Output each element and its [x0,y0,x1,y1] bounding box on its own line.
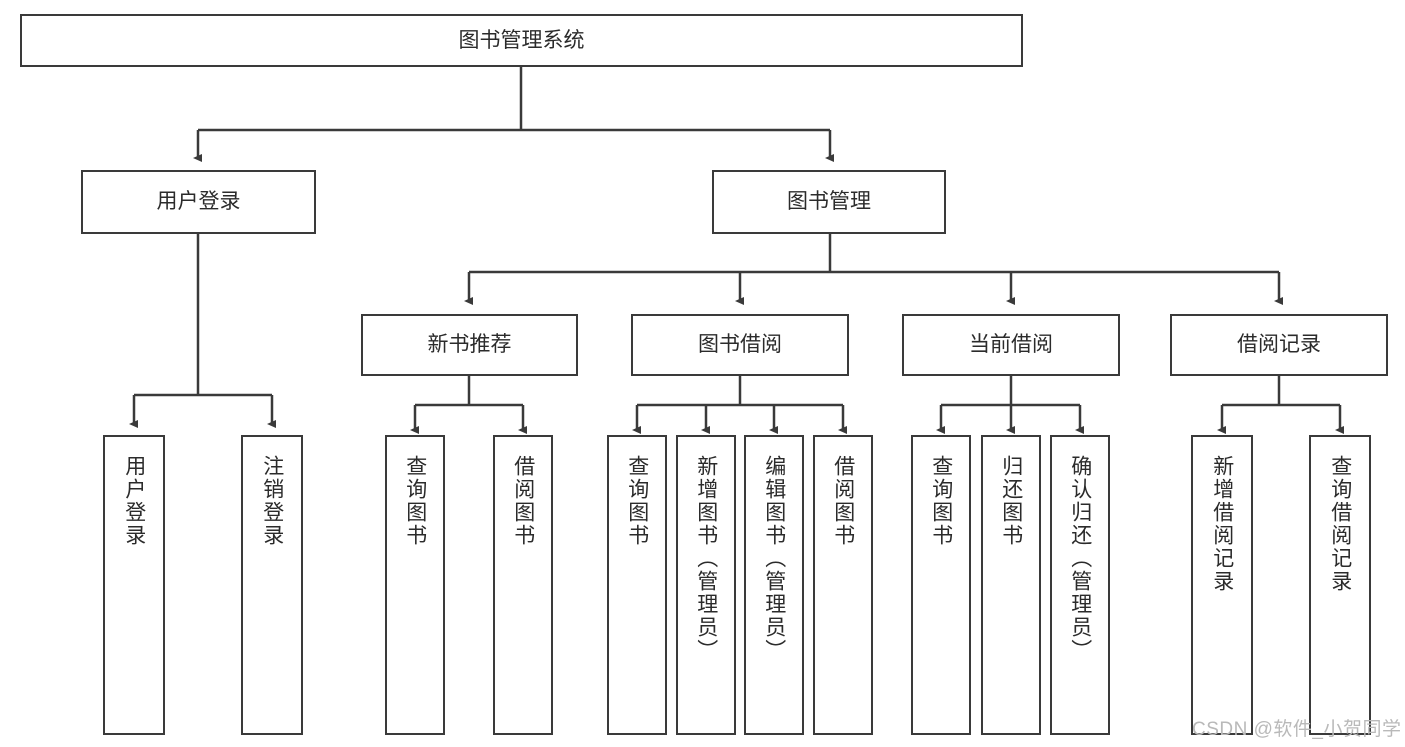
node-book-borrowing[interactable]: 图书借阅 [631,314,849,376]
node-label: 查询借阅记录 [1328,455,1352,593]
node-label: 查询图书 [625,455,649,547]
leaf-confirm-return-admin[interactable]: 确认归还（管理员） [1050,435,1110,735]
node-label: 图书管理系统 [458,28,585,52]
node-label: 新增图书（管理员） [694,455,718,662]
leaf-logout[interactable]: 注销登录 [241,435,303,735]
leaf-add-borrow-record[interactable]: 新增借阅记录 [1191,435,1253,735]
node-label: 新书推荐 [427,333,512,357]
leaf-query-book-new[interactable]: 查询图书 [385,435,445,735]
node-label: 查询图书 [403,455,427,547]
node-label: 借阅图书 [831,455,855,547]
leaf-query-borrow-record[interactable]: 查询借阅记录 [1309,435,1371,735]
node-label: 用户登录 [156,190,241,214]
node-label: 注销登录 [260,455,284,547]
node-borrowing-record[interactable]: 借阅记录 [1170,314,1388,376]
leaf-query-book-current[interactable]: 查询图书 [911,435,971,735]
node-label: 图书管理 [787,190,871,214]
node-book-management-system[interactable]: 图书管理系统 [20,14,1023,67]
leaf-user-login[interactable]: 用户登录 [103,435,165,735]
node-book-management[interactable]: 图书管理 [712,170,946,234]
csdn-watermark: CSDN @软件_小贺同学 [1192,719,1402,740]
node-user-login[interactable]: 用户登录 [81,170,316,234]
leaf-query-book-borrow[interactable]: 查询图书 [607,435,667,735]
node-label: 查询图书 [929,455,953,547]
node-label: 编辑图书（管理员） [762,455,786,662]
node-label: 确认归还（管理员） [1068,455,1092,662]
node-label: 借阅图书 [511,455,535,547]
node-label: 归还图书 [999,455,1023,547]
node-label: 借阅记录 [1237,333,1321,357]
leaf-borrow-book[interactable]: 借阅图书 [813,435,873,735]
leaf-add-book-admin[interactable]: 新增图书（管理员） [676,435,736,735]
node-label: 当前借阅 [969,333,1053,357]
leaf-edit-book-admin[interactable]: 编辑图书（管理员） [744,435,804,735]
leaf-return-book[interactable]: 归还图书 [981,435,1041,735]
node-label: 图书借阅 [698,333,782,357]
node-label: 新增借阅记录 [1210,455,1234,593]
node-current-borrowing[interactable]: 当前借阅 [902,314,1120,376]
node-new-book-recommendation[interactable]: 新书推荐 [361,314,578,376]
node-label: 用户登录 [122,455,146,547]
leaf-borrow-book-new[interactable]: 借阅图书 [493,435,553,735]
